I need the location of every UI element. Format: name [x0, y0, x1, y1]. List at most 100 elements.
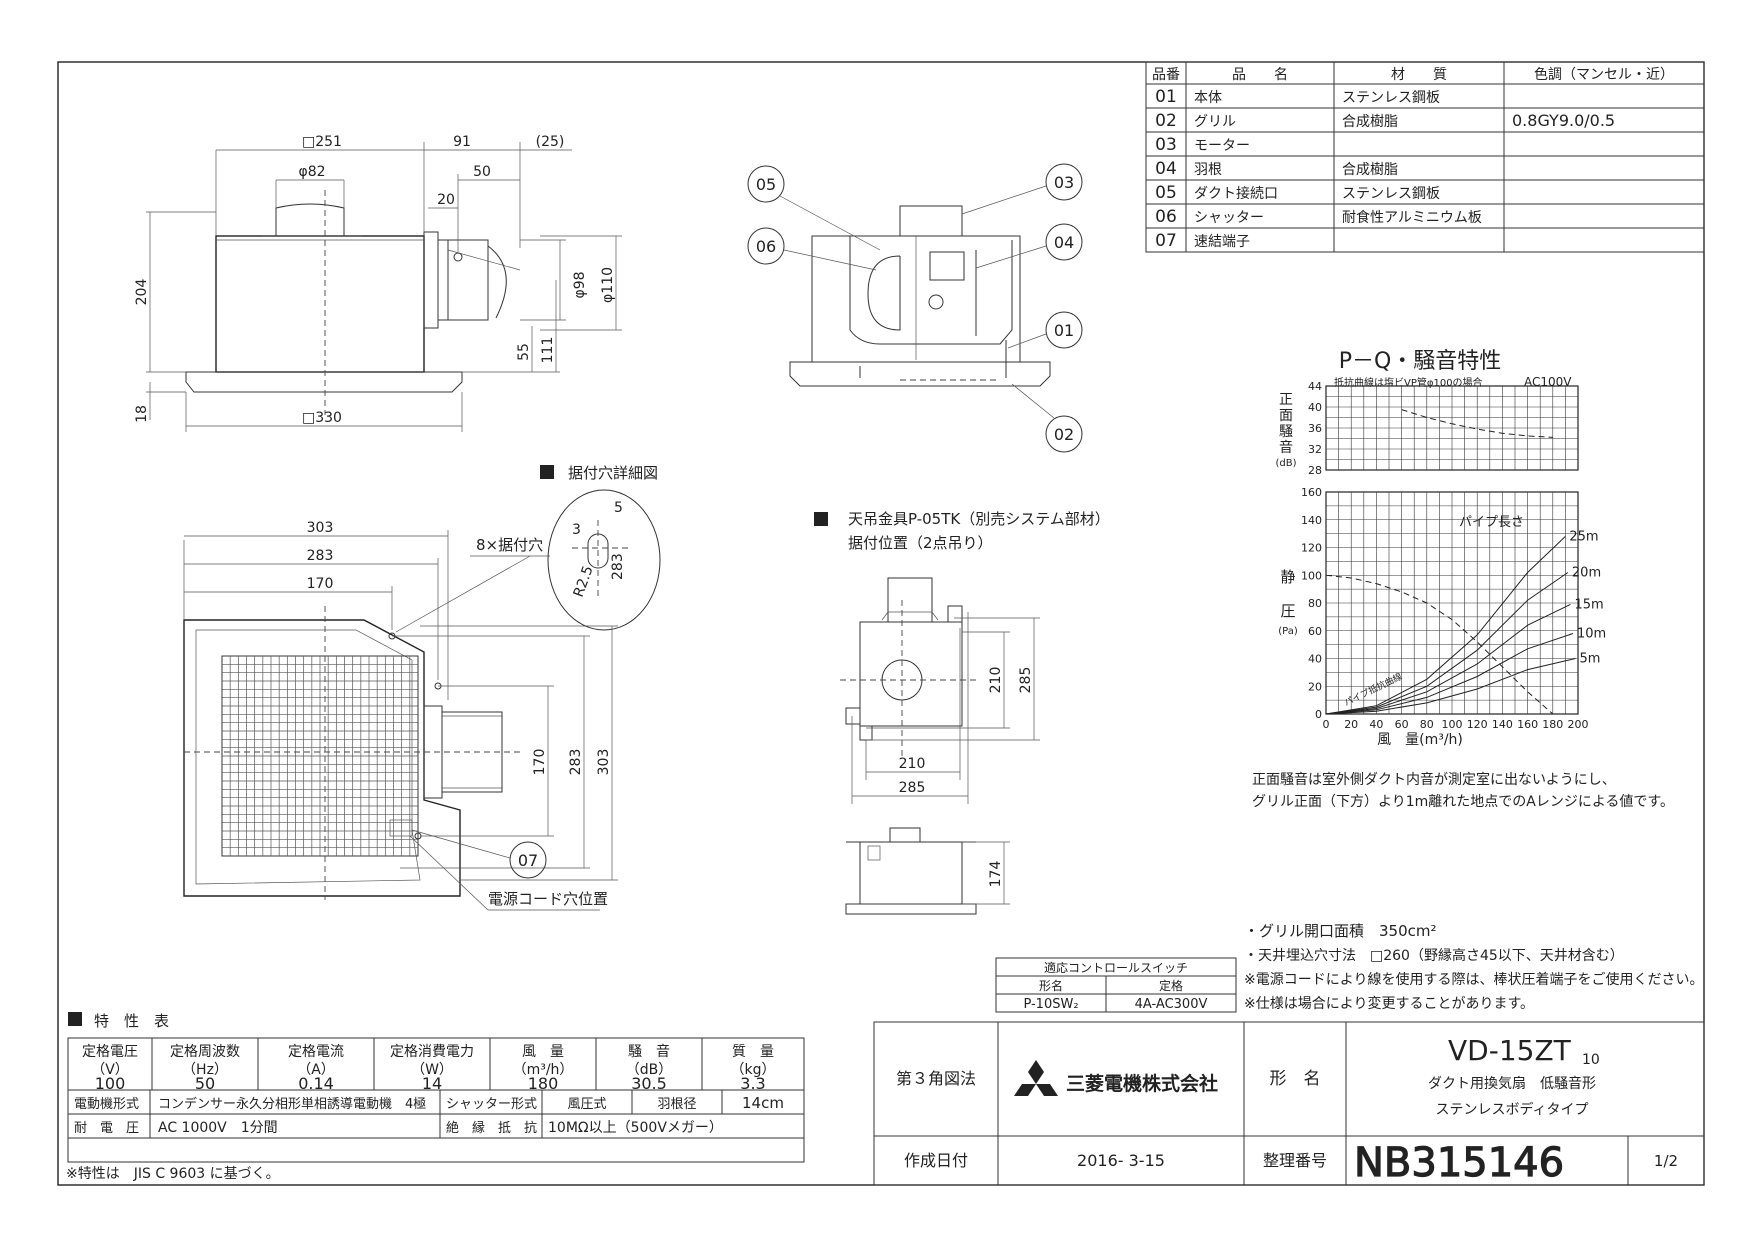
dim-204: 204 [134, 279, 150, 306]
shutter-label: シャッター形式 [446, 1097, 537, 1112]
parts-header-name: 品 名 [1232, 67, 1288, 83]
spec-unit: （V） [91, 1062, 129, 1078]
pipe-length-label: 20m [1572, 565, 1601, 580]
callout-02: 02 [1011, 383, 1083, 453]
dim-111: 111 [540, 337, 556, 364]
dim-50: 50 [473, 164, 491, 180]
parts-row-material: 合成樹脂 [1342, 114, 1398, 130]
x-tick-label: 20 [1344, 718, 1358, 731]
svg-text:07: 07 [518, 851, 538, 870]
dim-303-h: 303 [307, 520, 334, 536]
dim-phi82: φ82 [298, 164, 325, 180]
dim-283-h: 283 [307, 548, 334, 564]
pipe-length-label: 25m [1569, 529, 1598, 544]
curve-15m [1325, 603, 1571, 715]
motor-value: コンデンサー永久分相形単相誘導電動機 4極 [158, 1096, 426, 1112]
spec-value: 100 [95, 1074, 126, 1093]
pq-curve-note: 抵抗曲線は塩ビVP管φ100の場合 [1334, 376, 1483, 389]
dim-phi110: φ110 [600, 267, 616, 303]
note-line-2: グリル正面（下方）より1m離れた地点でのAレンジによる値です。 [1252, 793, 1674, 810]
x-tick-label: 80 [1420, 718, 1434, 731]
parts-header-material: 材 質 [1391, 67, 1447, 83]
shutter-value: 風圧式 [567, 1097, 606, 1112]
switch-model: P-10SW₂ [1023, 997, 1078, 1012]
insulation-value: 10MΩ以上（500Vメガー） [548, 1120, 723, 1136]
company-name: 三菱電機株式会社 [1066, 1072, 1218, 1095]
spec-header: 定格電流 [288, 1044, 344, 1060]
svg-text:04: 04 [1054, 233, 1074, 252]
motor-label: 電動機形式 [74, 1097, 139, 1112]
callout-06: 06 [747, 227, 877, 271]
svg-text:(Pa): (Pa) [1278, 626, 1298, 637]
parts-table: 品番 品 名 材 質 色調（マンセル・近） 01 本体 ステンレス鋼板 02 グ… [1145, 61, 1705, 253]
svg-text:圧: 圧 [1280, 602, 1295, 620]
x-tick-label: 120 [1467, 718, 1488, 731]
dim-303-v: 303 [596, 749, 612, 776]
y-tick-label: 28 [1308, 464, 1322, 477]
dim-20: 20 [437, 192, 455, 208]
svg-text:01: 01 [1054, 321, 1074, 340]
hanger-dim-285-v: 285 [1018, 667, 1034, 694]
model-desc-2: ステンレスボディタイプ [1435, 1101, 1588, 1118]
parts-row-color: 0.8GY9.0/0.5 [1512, 111, 1615, 130]
spec-value: 30.5 [631, 1074, 667, 1093]
spec-note-2: ・天井埋込穴寸法 □260（野縁高さ45以下、天井材含む） [1244, 947, 1624, 964]
pq-title: P－Q・騒音特性 [1339, 349, 1502, 374]
hanger-view: 天吊金具P-05TK（別売システム部材） 据付位置（2点吊り） 210 285 … [814, 510, 1110, 915]
callout-05: 05 [747, 165, 881, 251]
curve-5m [1325, 658, 1576, 715]
curve [1325, 574, 1554, 715]
curve-25m [1325, 536, 1566, 715]
cord-hole-label: 電源コード穴位置 [488, 890, 608, 908]
parts-row-name: グリル [1194, 114, 1236, 130]
svg-text:静: 静 [1280, 568, 1295, 586]
parts-row-material: ステンレス鋼板 [1342, 90, 1440, 106]
dim-25: (25) [536, 134, 565, 150]
spec-value: 50 [195, 1074, 215, 1093]
parts-row-name: 速結端子 [1194, 234, 1250, 250]
x-tick-label: 180 [1542, 718, 1563, 731]
spec-table: 特 性 表 定格電圧 定格周波数 定格電流 定格消費電力 風 量 騒 音 質 量… [66, 1012, 805, 1182]
spec-header: 定格周波数 [170, 1044, 240, 1060]
parts-row-name: モーター [1194, 138, 1250, 154]
callout-03: 03 [961, 163, 1083, 215]
x-tick-label: 60 [1395, 718, 1409, 731]
spec-unit: （W） [411, 1062, 453, 1078]
spec-value: 0.14 [298, 1074, 334, 1093]
pipe-length-label: 5m [1579, 652, 1600, 667]
x-tick-label: 160 [1517, 718, 1538, 731]
y-tick-label: 40 [1308, 401, 1322, 414]
date-value: 2016- 3-15 [1077, 1151, 1165, 1170]
insulation-label: 絶 縁 抵 抗 [446, 1120, 537, 1136]
pq-xlabel: 風 量(m³/h) [1377, 732, 1463, 748]
spec-value: 14 [422, 1074, 442, 1093]
detail-r25: R2.5 [571, 564, 597, 600]
svg-text:06: 06 [756, 237, 776, 256]
svg-text:正: 正 [1279, 392, 1293, 408]
model-number: VD-15ZT [1448, 1034, 1572, 1067]
pipe-length-label: パイプ長さ [1459, 515, 1524, 530]
y-tick-label: 20 [1308, 680, 1322, 693]
parts-row-no: 04 [1155, 159, 1177, 179]
dim-170-v: 170 [532, 749, 548, 776]
model-label: 形 名 [1270, 1069, 1321, 1089]
spec-unit: （dB） [626, 1062, 673, 1078]
dim-sq330: □330 [302, 410, 342, 426]
switch-rating: 4A-AC300V [1135, 997, 1208, 1012]
parts-row-no: 02 [1155, 111, 1177, 131]
holes-label: 8×据付穴 [476, 536, 543, 554]
y-tick-label: 100 [1301, 569, 1322, 582]
y-tick-label: 140 [1301, 514, 1322, 527]
note-line-1: 正面騒音は室外側ダクト内音が測定室に出ないようにし、 [1252, 771, 1616, 788]
spec-header: 質 量 [732, 1044, 774, 1060]
grille-grid [222, 656, 418, 856]
y-tick-label: 160 [1301, 486, 1322, 499]
blade-label: 羽根径 [657, 1097, 696, 1112]
dim-170-h: 170 [307, 576, 334, 592]
y-tick-label: 36 [1308, 422, 1322, 435]
spec-header: 定格消費電力 [390, 1044, 474, 1060]
pressure-axis-label: 静 圧 (Pa) [1278, 568, 1298, 637]
spec-title: 特 性 表 [94, 1012, 169, 1030]
x-tick-label: 140 [1492, 718, 1513, 731]
dim-283-v: 283 [568, 749, 584, 776]
